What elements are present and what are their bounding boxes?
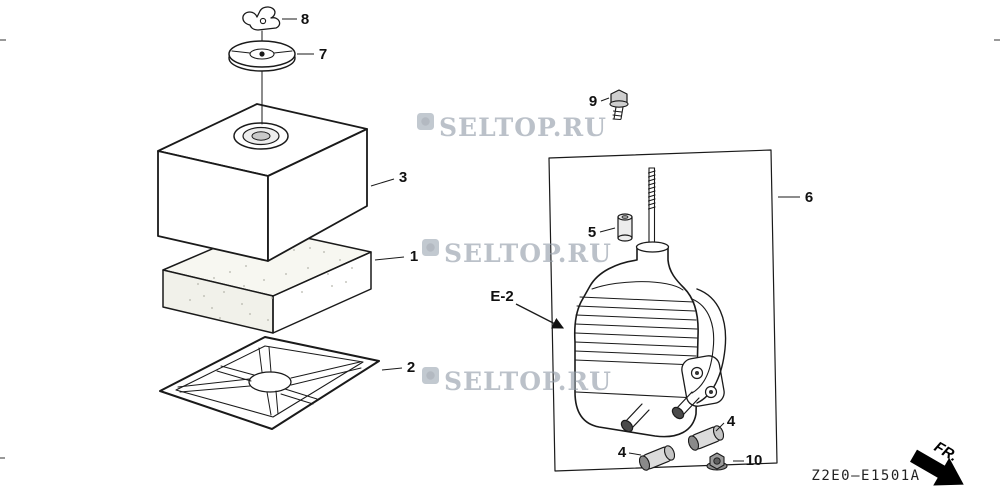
watermark-2: SELTOP.RU xyxy=(422,239,612,268)
callout-6-label: 6 xyxy=(805,189,813,206)
watermark-logo-dot xyxy=(426,371,435,380)
watermark-1: SELTOP.RU xyxy=(417,113,607,142)
air-cleaner-cover-part xyxy=(157,103,368,262)
callout-4-lower: 4 xyxy=(618,444,642,461)
case-boundary-box xyxy=(548,149,778,472)
scan-edge-marks xyxy=(0,39,1000,459)
callout-3-label: 3 xyxy=(399,169,407,186)
watermark-text: SELTOP.RU xyxy=(444,367,612,396)
air-cleaner-exploded-stack xyxy=(157,6,380,430)
flange-bolt-part xyxy=(609,89,629,120)
side-bracket xyxy=(681,288,727,407)
callout-3: 3 xyxy=(370,169,407,187)
callouts: 8 7 3 1 2 9 5 xyxy=(282,11,813,469)
case-body xyxy=(573,241,727,438)
wing-nut-part xyxy=(242,6,281,31)
callout-8: 8 xyxy=(282,11,309,28)
base-plate-part xyxy=(159,336,380,430)
callout-2-label: 2 xyxy=(407,359,415,376)
rubber-mount-upper xyxy=(687,425,725,451)
case-stud-rear xyxy=(671,391,700,420)
callout-9: 9 xyxy=(589,93,610,110)
foam-texture xyxy=(189,247,353,321)
watermark-logo-dot xyxy=(421,117,430,126)
callout-5: 5 xyxy=(588,224,616,241)
case-stud-front xyxy=(620,403,650,433)
callout-4-upper-label: 4 xyxy=(727,413,736,430)
callout-1: 1 xyxy=(374,248,418,265)
callout-7-label: 7 xyxy=(319,46,327,63)
flange-nut-part xyxy=(706,452,728,471)
callout-9-label: 9 xyxy=(589,93,597,110)
section-ref-label: E-2 xyxy=(490,288,513,305)
diagram-code: Z2E0—E1501A xyxy=(811,468,920,484)
callout-1-label: 1 xyxy=(410,248,418,265)
collar-part xyxy=(617,213,633,242)
callout-5-label: 5 xyxy=(588,224,596,241)
callout-4-upper: 4 xyxy=(715,413,736,432)
callout-8-label: 8 xyxy=(301,11,309,28)
callout-4-lower-label: 4 xyxy=(618,444,627,461)
case-assembly xyxy=(548,89,778,472)
cover-cap-part xyxy=(228,40,296,72)
watermark-text: SELTOP.RU xyxy=(439,113,607,142)
plate-ribs xyxy=(177,346,362,416)
rubber-mount-lower xyxy=(638,445,676,471)
watermark-3: SELTOP.RU xyxy=(422,367,612,396)
watermark-text: SELTOP.RU xyxy=(444,239,612,268)
callout-6: 6 xyxy=(778,189,813,206)
callout-10-label: 10 xyxy=(746,452,763,469)
callout-10: 10 xyxy=(733,452,762,469)
case-fins xyxy=(574,296,698,366)
callout-2: 2 xyxy=(381,359,415,376)
section-ref-e2: E-2 xyxy=(490,288,565,329)
rod-cap xyxy=(635,241,670,253)
threaded-rod xyxy=(647,167,656,251)
fr-arrow-icon xyxy=(910,449,964,486)
watermark-logo-dot xyxy=(426,243,435,252)
callout-7: 7 xyxy=(297,46,327,63)
fr-direction-indicator: FR. xyxy=(910,438,964,486)
watermarks: SELTOP.RU SELTOP.RU SELTOP.RU xyxy=(417,113,612,396)
